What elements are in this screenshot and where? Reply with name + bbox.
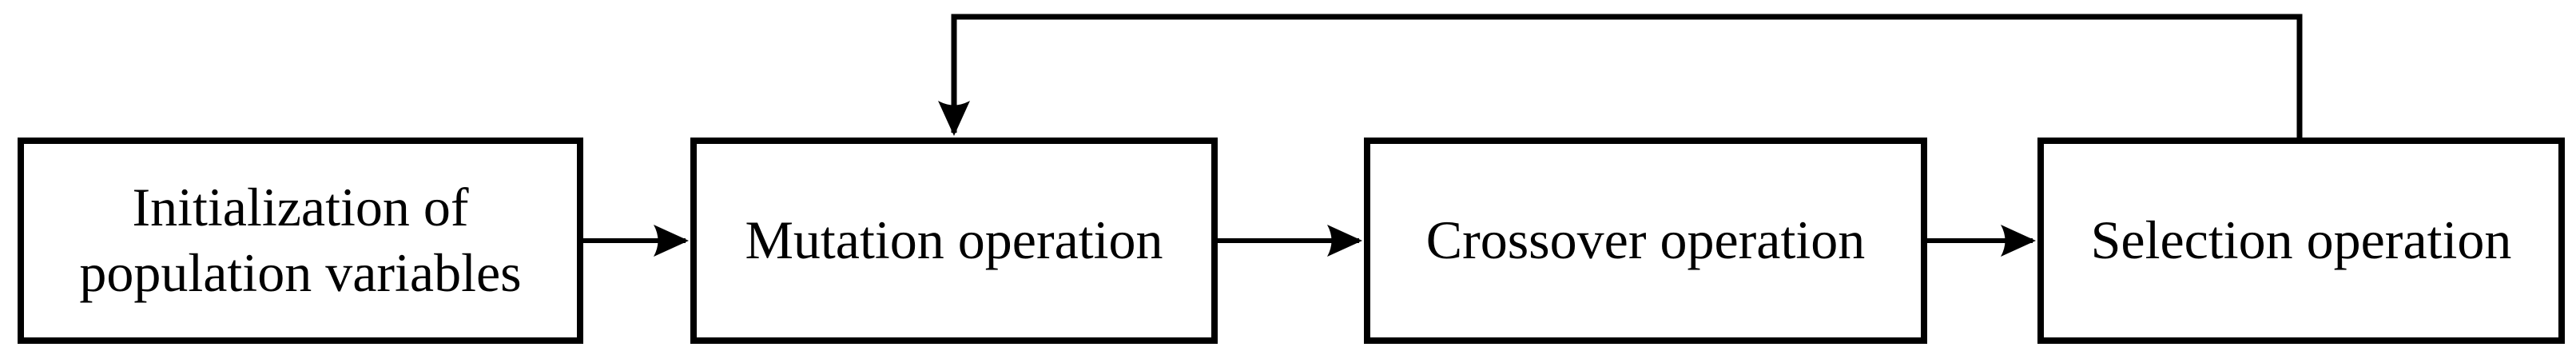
node-selection-label: Selection operation [2090,209,2512,271]
node-initialization-label: Initialization of population variables [79,175,521,305]
node-initialization-label-line2: population variables [79,242,522,303]
feedback-arrow-selection-to-mutation [938,14,2303,138]
node-initialization: Initialization of population variables [18,138,583,344]
node-mutation: Mutation operation [690,138,1218,344]
node-mutation-label: Mutation operation [745,209,1163,271]
node-initialization-label-line1: Initialization of [132,177,469,238]
node-crossover-label: Crossover operation [1425,209,1866,271]
node-crossover: Crossover operation [1364,138,1927,344]
node-selection: Selection operation [2037,138,2565,344]
